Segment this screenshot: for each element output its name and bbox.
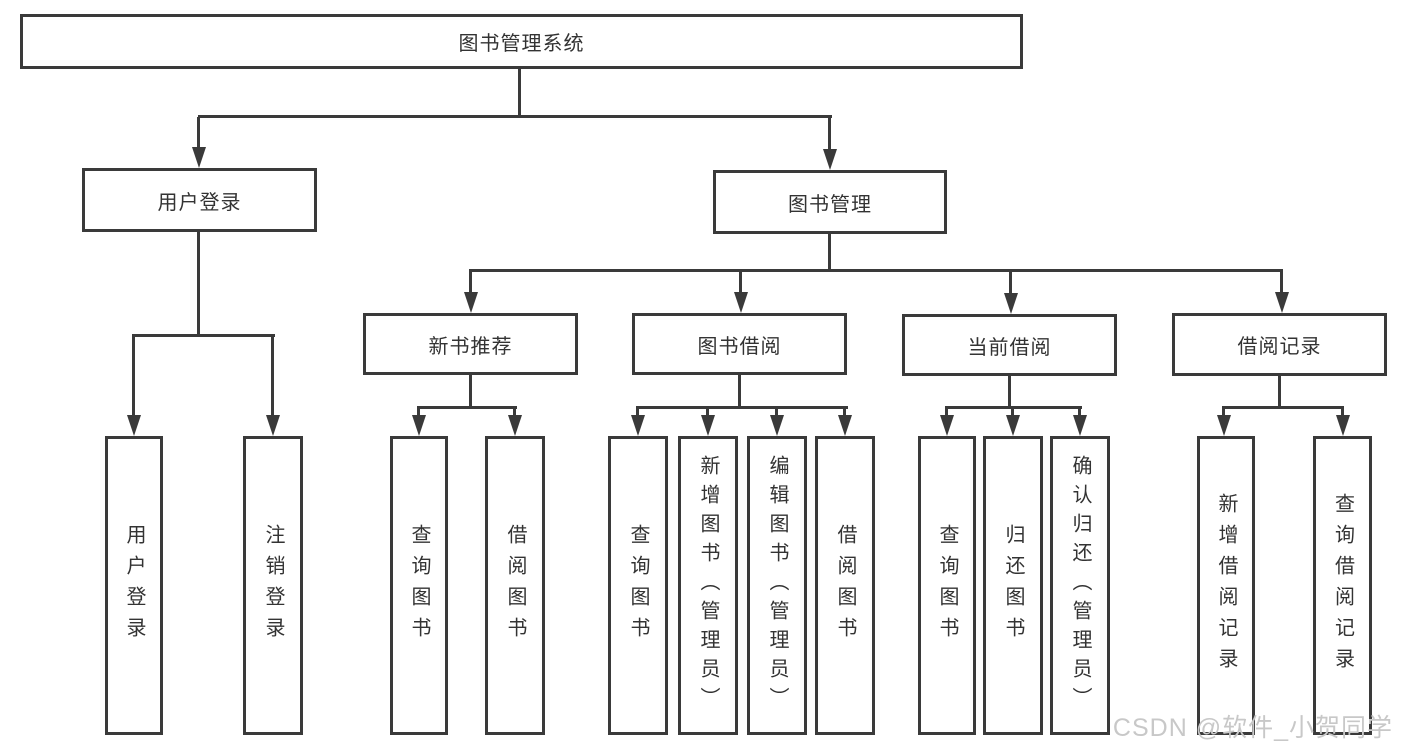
leaf-borrow-books: 借阅图书 [815,436,875,735]
connector-line [739,271,742,294]
connector-line [738,375,741,409]
leaf-return-books-label: 归还图书 [1002,523,1024,648]
leaf-query-books-recommend-label: 查询图书 [408,523,430,648]
node-borrow-records: 借阅记录 [1172,313,1387,376]
arrowhead-down-icon [1006,415,1020,436]
leaf-borrow-books-recommend: 借阅图书 [485,436,545,735]
node-library-system-label: 图书管理系统 [458,33,585,55]
connector-line [636,406,639,418]
leaf-query-borrow-record: 查询借阅记录 [1313,436,1372,735]
connector-line [197,232,200,337]
connector-line [1341,406,1344,418]
leaf-return-books: 归还图书 [983,436,1043,735]
connector-line [469,269,1283,272]
connector-line [469,375,472,409]
leaf-query-books-recommend: 查询图书 [390,436,448,735]
leaf-edit-books-admin-label: 编辑图书（管理员） [766,455,788,716]
leaf-query-books-current-label: 查询图书 [936,523,958,648]
leaf-user-login-label: 用户登录 [123,523,145,648]
connector-line [637,406,848,409]
arrowhead-down-icon [412,415,426,436]
connector-line [775,406,778,418]
leaf-borrow-books-label: 借阅图书 [834,523,856,648]
csdn-watermark: CSDN @软件_小贺同学 [1112,714,1393,742]
node-current-borrow-label: 当前借阅 [967,336,1052,359]
leaf-add-books-admin: 新增图书（管理员） [678,436,738,735]
leaf-user-login: 用户登录 [105,436,163,735]
connector-line [271,334,274,418]
arrowhead-down-icon [1275,292,1289,313]
connector-line [1078,406,1081,418]
arrowhead-down-icon [823,149,837,170]
connector-line [945,406,948,418]
connector-line [1278,376,1281,409]
connector-line [828,117,831,151]
arrowhead-down-icon [192,147,206,168]
node-new-book-recommend: 新书推荐 [363,313,578,375]
node-book-borrow-label: 图书借阅 [697,335,782,358]
connector-line [1011,406,1014,418]
leaf-query-books-borrow: 查询图书 [608,436,668,735]
leaf-query-books-current: 查询图书 [918,436,976,735]
connector-line [518,68,521,118]
arrowhead-down-icon [1336,415,1350,436]
arrowhead-down-icon [734,292,748,313]
leaf-edit-books-admin: 编辑图书（管理员） [747,436,807,735]
arrowhead-down-icon [127,415,141,436]
connector-line [828,234,831,272]
node-new-book-recommend-label: 新书推荐 [428,335,513,358]
node-user-login-label: 用户登录 [157,191,242,214]
connector-line [1008,376,1011,409]
connector-line [469,271,472,294]
arrowhead-down-icon [1217,415,1231,436]
arrowhead-down-icon [1073,415,1087,436]
leaf-query-books-borrow-label: 查询图书 [627,523,649,648]
leaf-logout-label: 注销登录 [262,523,284,648]
connector-line [418,406,517,409]
arrowhead-down-icon [631,415,645,436]
node-library-system: 图书管理系统 [20,14,1023,69]
connector-line [1223,406,1344,409]
leaf-add-borrow-record-label: 新增借阅记录 [1215,492,1237,679]
leaf-query-borrow-record-label: 查询借阅记录 [1331,492,1354,679]
node-borrow-records-label: 借阅记录 [1237,336,1322,358]
arrowhead-down-icon [701,415,715,436]
connector-line [133,334,275,337]
node-current-borrow: 当前借阅 [902,314,1117,376]
leaf-logout: 注销登录 [243,436,303,735]
arrowhead-down-icon [838,415,852,436]
node-user-login: 用户登录 [82,168,317,232]
connector-line [946,406,1082,409]
connector-line [132,334,135,418]
connector-line [1009,271,1012,294]
leaf-confirm-return-admin: 确认归还（管理员） [1050,436,1110,735]
connector-line [197,117,200,149]
connector-line [1280,271,1283,294]
arrowhead-down-icon [464,292,478,313]
arrowhead-down-icon [940,415,954,436]
leaf-add-borrow-record: 新增借阅记录 [1197,436,1255,735]
connector-line [843,406,846,418]
connector-line [1222,406,1225,418]
connector-line [198,115,832,118]
leaf-add-books-admin-label: 新增图书（管理员） [697,455,719,716]
connector-line [706,406,709,418]
arrowhead-down-icon [1004,293,1018,314]
arrowhead-down-icon [508,415,522,436]
arrowhead-down-icon [266,415,280,436]
leaf-confirm-return-admin-label: 确认归还（管理员） [1069,455,1091,716]
node-book-management: 图书管理 [713,170,947,234]
node-book-management-label: 图书管理 [788,193,872,216]
arrowhead-down-icon [770,415,784,436]
connector-line [417,406,420,418]
node-book-borrow: 图书借阅 [632,313,847,375]
connector-line [513,406,516,418]
leaf-borrow-books-recommend-label: 借阅图书 [504,523,526,648]
